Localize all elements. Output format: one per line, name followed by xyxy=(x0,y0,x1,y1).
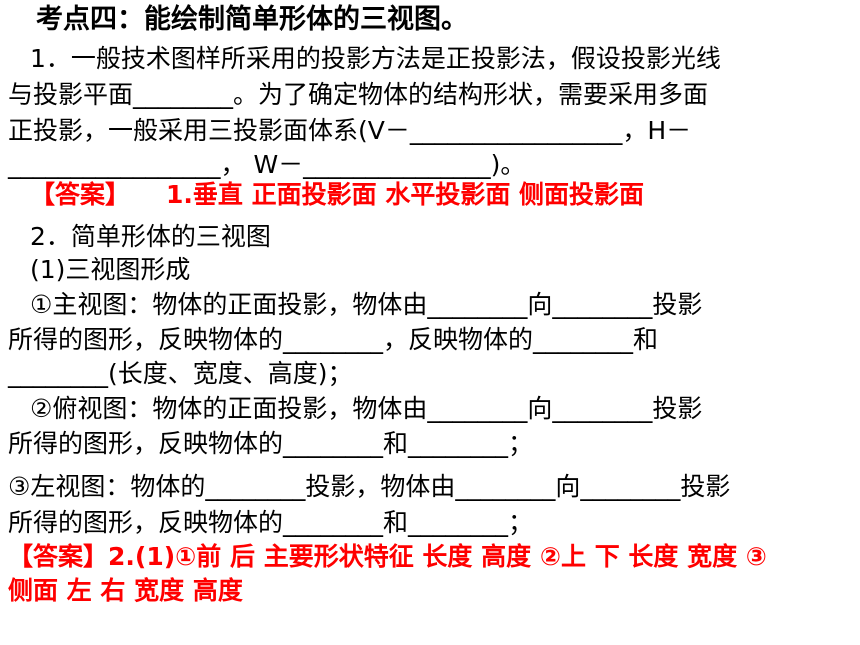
answer-2-line-1: 【答案】2.(1)①前 后 主要形状特征 长度 高度 ②上 下 长度 宽度 ③ xyxy=(8,542,767,571)
q1-line-1: 1．一般技术图样所采用的投影方法是正投影法，假设投影光线 xyxy=(30,44,721,73)
main-view-line-1: ①主视图：物体的正面投影，物体由________向________投影 xyxy=(30,290,703,319)
top-view-line-2: 所得的图形，反映物体的________和________； xyxy=(8,429,534,458)
main-view-line-3: ________(长度、宽度、高度)； xyxy=(8,359,353,388)
q1-line-2: 与投影平面________。为了确定物体的结构形状，需要采用多面 xyxy=(8,80,709,109)
q2-subheading: (1)三视图形成 xyxy=(30,255,191,284)
section-title: 考点四：能绘制简单形体的三视图。 xyxy=(36,4,468,35)
answer-1: 【答案】 1.垂直 正面投影面 水平投影面 侧面投影面 xyxy=(30,177,644,213)
left-view-line-2: 所得的图形，反映物体的________和________； xyxy=(8,508,534,537)
answer-1-label: 【答案】 xyxy=(30,180,131,209)
left-view-line-1: ③左视图：物体的________投影，物体由________向________投… xyxy=(8,472,731,501)
q1-line-3: 正投影，一般采用三投影面体系(V－_________________，H－ xyxy=(8,116,692,145)
answer-2-line-2: 侧面 左 右 宽度 高度 xyxy=(8,576,243,605)
q2-heading: 2．简单形体的三视图 xyxy=(30,222,271,251)
top-view-line-1: ②俯视图：物体的正面投影，物体由________向________投影 xyxy=(30,394,703,423)
main-view-line-2: 所得的图形，反映物体的________，反映物体的________和 xyxy=(8,325,659,354)
answer-1-text: 1.垂直 正面投影面 水平投影面 侧面投影面 xyxy=(166,180,645,209)
q1-line-4: _________________， W－_______________)。 xyxy=(8,150,526,179)
